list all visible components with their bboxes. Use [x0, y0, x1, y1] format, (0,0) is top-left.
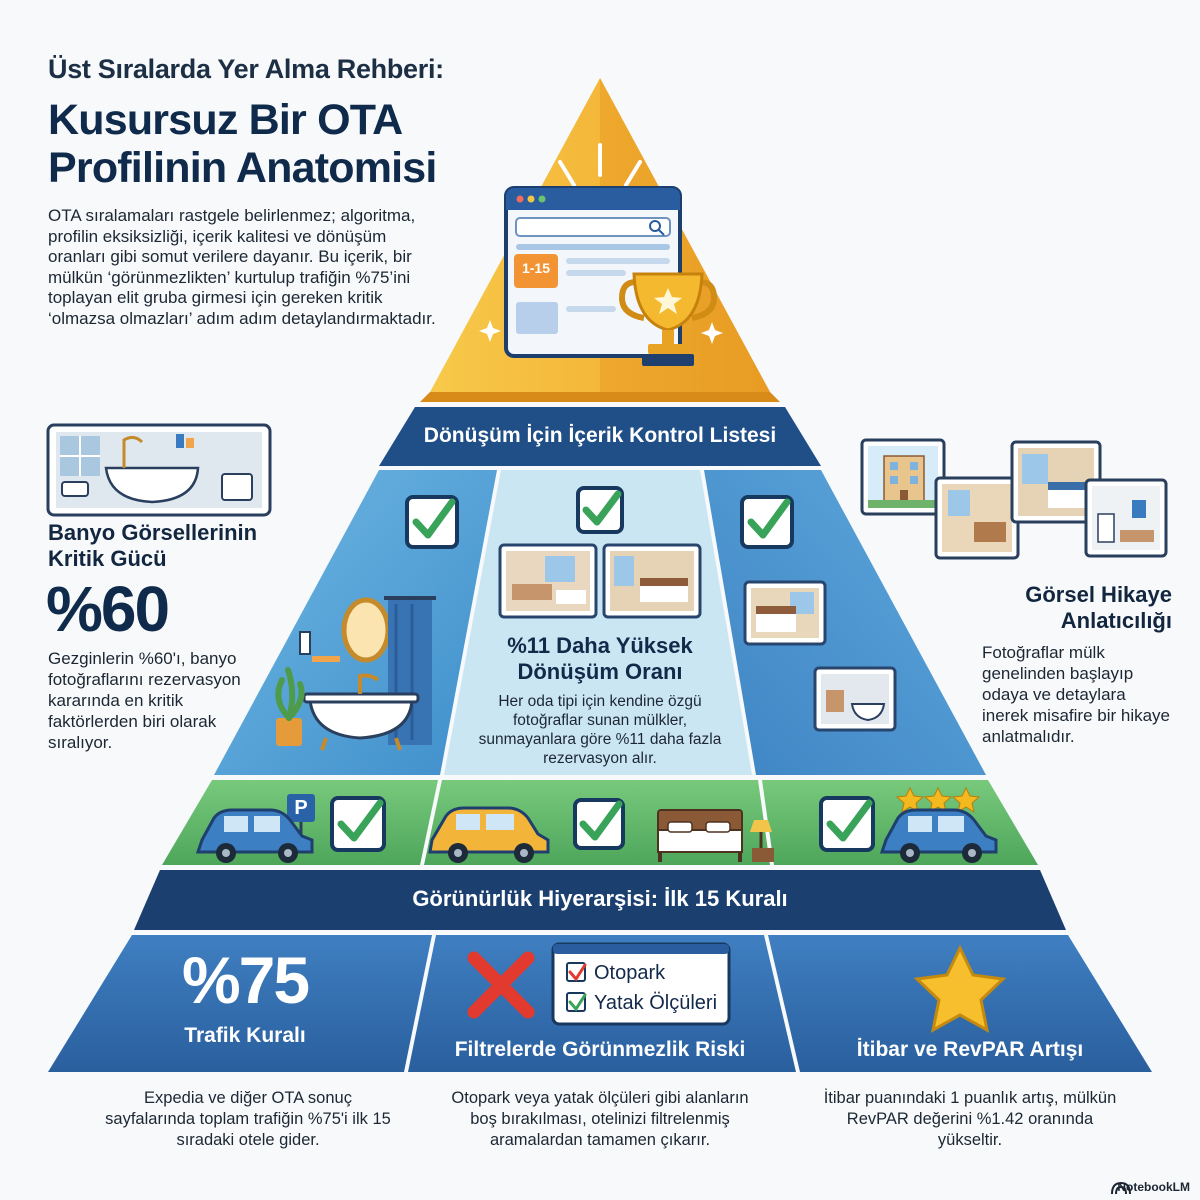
- center-stat-title: %11 Daha Yüksek Dönüşüm Oranı: [460, 633, 740, 685]
- content-checklist-band: [379, 407, 821, 466]
- left-panel-title-line2: Kritik Gücü: [48, 546, 167, 571]
- left-panel-title-line1: Banyo Görsellerinin: [48, 520, 258, 545]
- photo-story-strip: [860, 438, 1168, 560]
- notebooklm-logo-icon: [1111, 1181, 1131, 1195]
- traffic-big-number: %75: [181, 943, 310, 1017]
- three-stars-icon: [895, 786, 981, 814]
- bottom-left-column: [48, 935, 432, 1072]
- bathroom-illustration-icon: [275, 596, 436, 751]
- room-photo-icon: [743, 580, 827, 646]
- rank-badge: 1-15: [521, 260, 551, 276]
- checklist-card: [551, 942, 731, 1026]
- page-title: Kusursuz Bir OTA Profilinin Anatomisi: [48, 96, 528, 192]
- trophy-icon: [618, 272, 718, 366]
- car-icon: [195, 808, 314, 863]
- center-stat-title-line2: Dönüşüm Oranı: [517, 659, 683, 684]
- check-icon: [405, 495, 459, 549]
- content-checklist-label: Dönüşüm İçin İçerik Kontrol Listesi: [423, 424, 777, 447]
- page-title-line1: Kusursuz Bir OTA: [48, 96, 403, 144]
- left-panel-big-number: %60: [46, 573, 170, 645]
- filter-risk-desc: Otopark veya yatak ölçüleri gibi alanlar…: [451, 1089, 749, 1149]
- visibility-band: [134, 870, 1066, 930]
- page-title-line2: Profilinin Anatomisi: [48, 144, 437, 192]
- bed-icon: [657, 809, 774, 862]
- checklist-item-bed-sizes: Yatak Ölçüleri: [594, 992, 718, 1014]
- traffic-rule-label: Trafik Kuralı: [184, 1024, 306, 1047]
- check-icon: [819, 796, 875, 852]
- check-icon: [573, 798, 625, 850]
- check-icon: [740, 495, 794, 549]
- checklist-item-parking: Otopark: [594, 962, 666, 984]
- room-photo-icon: [498, 543, 598, 619]
- left-panel-desc: Gezginlerin %60'ı, banyo fotoğraflarını …: [48, 649, 241, 752]
- car-icon: [428, 806, 550, 863]
- left-panel-title: Banyo Görsellerinin Kritik Gücü: [48, 520, 288, 572]
- reputation-desc: İtibar puanındaki 1 puanlık artış, mülkü…: [823, 1089, 1117, 1149]
- visibility-hierarchy-label: Görünürlük Hiyerarşisi: İlk 15 Kuralı: [412, 886, 788, 911]
- check-icon: [576, 486, 624, 534]
- red-x-icon: [467, 951, 535, 1019]
- intro-paragraph: OTA sıralamaları rastgele belirlenmez; a…: [48, 206, 436, 328]
- right-panel-title-line2: Anlatıcılığı: [1060, 608, 1172, 633]
- room-photo-icon: [602, 543, 702, 619]
- brand-label: NotebookLM: [1117, 1180, 1190, 1194]
- reputation-label: İtibar ve RevPAR Artışı: [856, 1038, 1084, 1061]
- page-kicker: Üst Sıralarda Yer Alma Rehberi:: [48, 54, 444, 84]
- parking-sign-letter: P: [294, 797, 308, 819]
- center-stat-desc: Her oda tipi için kendine özgü fotoğrafl…: [478, 693, 722, 767]
- traffic-rule-desc: Expedia ve diğer OTA sonuç sayfalarında …: [105, 1089, 391, 1149]
- center-stat-title-line1: %11 Daha Yüksek: [507, 633, 693, 658]
- right-panel-desc: Fotoğraflar mülk genelinden başlayıp oda…: [982, 643, 1171, 746]
- bathroom-photo-icon: [46, 423, 272, 517]
- bath-photo-icon: [813, 666, 897, 732]
- right-panel-title-line1: Görsel Hikaye: [1025, 582, 1172, 607]
- star-icon: [913, 944, 1007, 1033]
- right-panel-title: Görsel Hikaye Anlatıcılığı: [972, 582, 1172, 634]
- filter-risk-label: Filtrelerde Görünmezlik Riski: [454, 1038, 746, 1061]
- car-icon: [879, 808, 998, 863]
- check-icon: [330, 796, 386, 852]
